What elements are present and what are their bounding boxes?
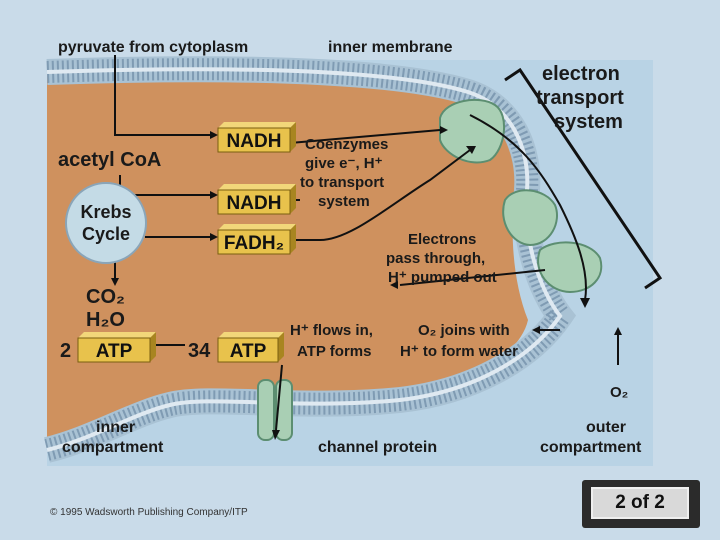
electrons-label-1: Electrons xyxy=(408,231,476,248)
atp-box-right: ATP xyxy=(217,332,284,363)
outer-compartment-label-2: compartment xyxy=(540,439,642,456)
atp-count-right: 34 xyxy=(188,340,211,362)
nadh-label-1: NADH xyxy=(227,131,282,152)
outer-compartment-label-1: outer xyxy=(586,419,626,436)
coenzymes-label-1: Coenzymes xyxy=(305,136,388,153)
electron-path-arrowhead xyxy=(580,298,590,308)
co2-label: CO₂ xyxy=(86,286,125,308)
o2joins-label-1: O₂ joins with xyxy=(418,322,510,339)
atp-label-left: ATP xyxy=(96,341,133,362)
ets-bracket xyxy=(504,67,663,290)
transport-protein-2 xyxy=(502,189,558,247)
hflows-label-1: H⁺ flows in, xyxy=(290,322,373,339)
atp-label-right: ATP xyxy=(230,341,267,362)
electrons-label-2: pass through, xyxy=(386,250,485,267)
page-indicator-label: 2 of 2 xyxy=(591,487,689,519)
nadh-box-2: NADH xyxy=(217,184,296,215)
krebs-label-2: Cycle xyxy=(82,224,130,244)
atp-count-left: 2 xyxy=(60,340,71,362)
krebs-cycle-circle xyxy=(65,182,147,264)
acetyl-coa-label: acetyl CoA xyxy=(58,149,161,171)
inner-compartment-label-2: compartment xyxy=(62,439,164,456)
fadh2-box: FADH₂ xyxy=(217,224,296,255)
atp-box-left: ATP xyxy=(77,332,156,363)
o2joins-label-2: H⁺ to form water xyxy=(400,343,518,360)
krebs-label-1: Krebs xyxy=(80,202,131,222)
inner-compartment-label-1: inner xyxy=(96,419,135,436)
flow-arrows xyxy=(114,55,619,365)
ets-label-2: transport xyxy=(536,87,624,109)
fadh2-label: FADH₂ xyxy=(224,233,284,254)
copyright-text: © 1995 Wadsworth Publishing Company/ITP xyxy=(50,507,248,518)
o2-label: O₂ xyxy=(610,384,628,401)
nadh-box-1: NADH xyxy=(217,122,296,153)
electrons-label-3: H⁺ pumped out xyxy=(388,269,497,286)
coenzymes-label-2: give e⁻, H⁺ xyxy=(305,155,383,172)
coenzymes-label-3: to transport xyxy=(300,174,384,191)
arrowheads xyxy=(111,126,622,335)
electron-path xyxy=(469,114,587,301)
page-indicator-button[interactable]: 2 of 2 xyxy=(582,480,700,528)
membrane-core xyxy=(46,67,563,452)
inner-compartment xyxy=(47,72,528,441)
inner-membrane-label: inner membrane xyxy=(328,39,453,56)
nadh-label-2: NADH xyxy=(227,193,282,214)
pyruvate-label: pyruvate from cytoplasm xyxy=(58,39,248,56)
channel-protein-label: channel protein xyxy=(318,439,437,456)
hflows-label-2: ATP forms xyxy=(297,343,371,360)
h2o-label: H₂O xyxy=(86,309,125,331)
ets-label-3: system xyxy=(554,111,623,133)
coenzymes-label-4: system xyxy=(318,193,370,210)
ets-label-1: electron xyxy=(542,63,620,85)
channel-protein xyxy=(257,364,293,441)
